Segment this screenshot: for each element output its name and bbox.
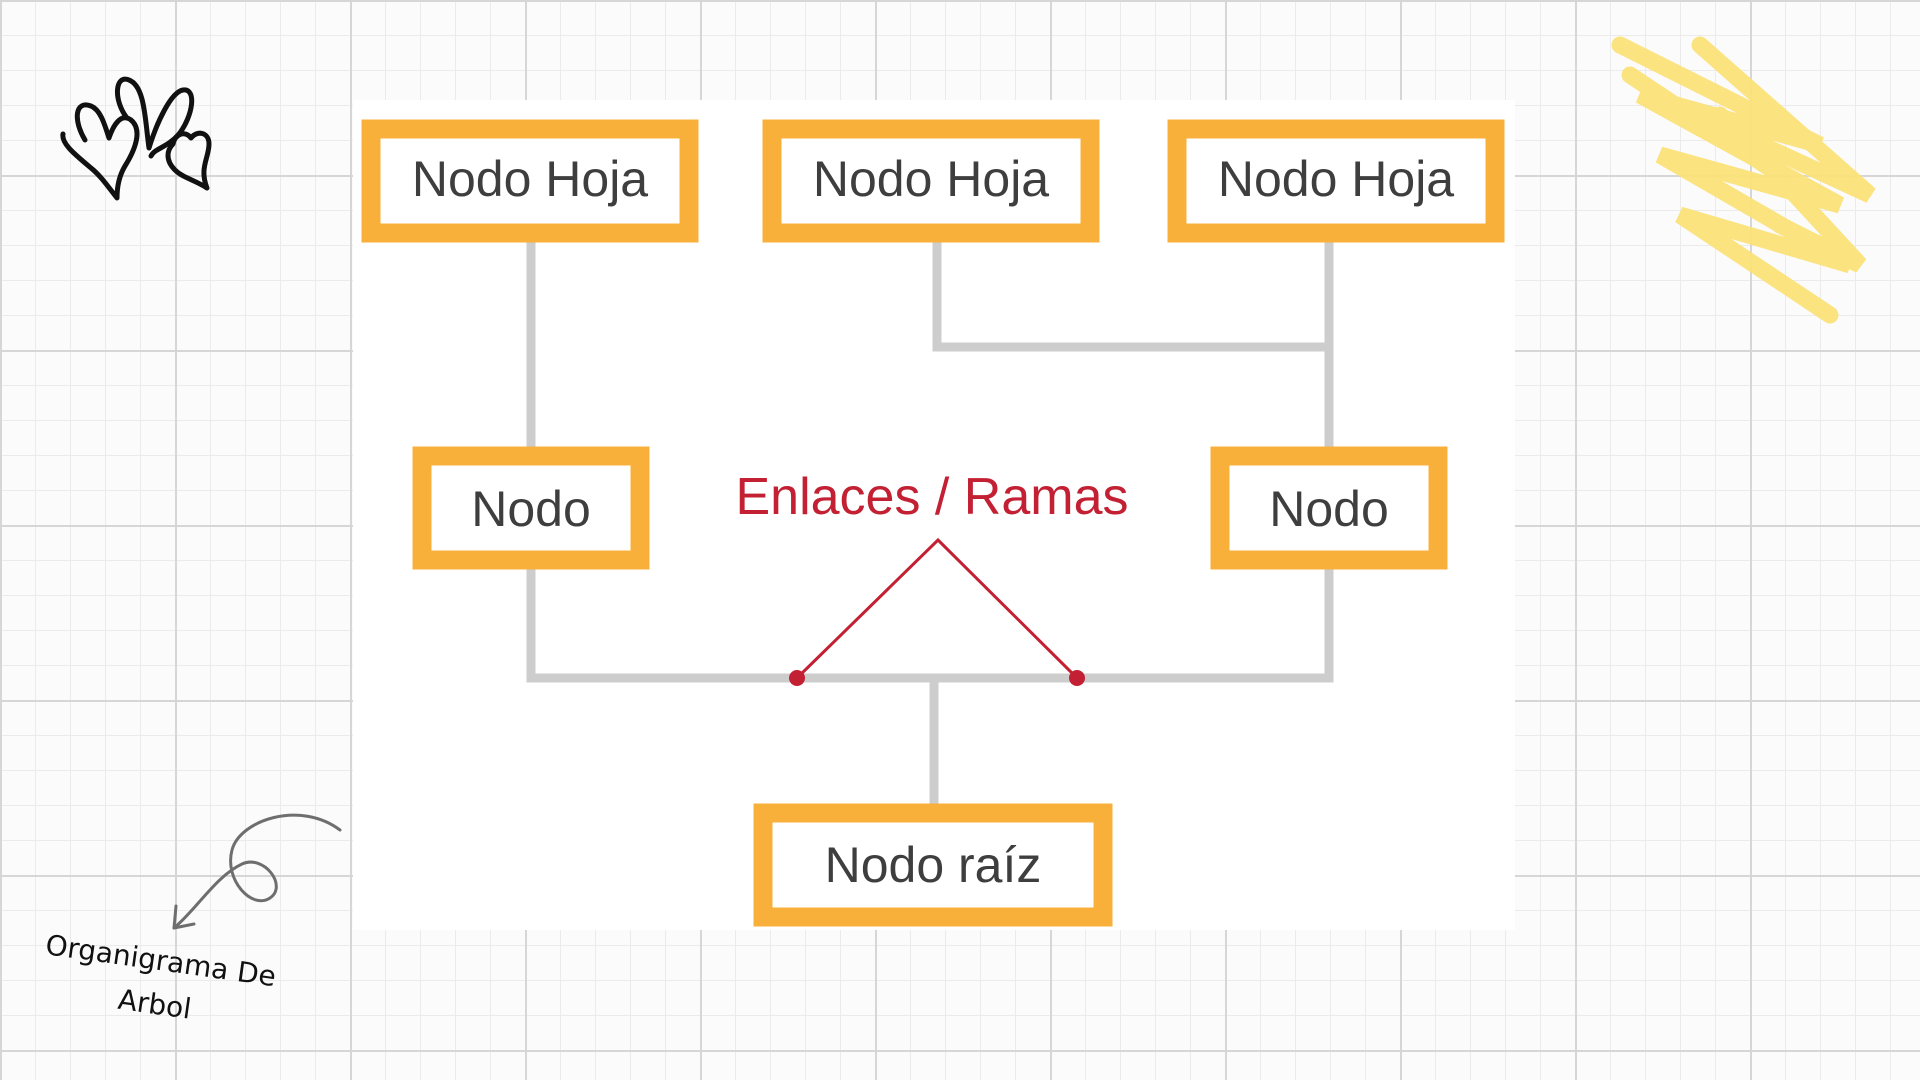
node-leaf-2: Nodo Hoja [762,119,1100,243]
curly-arrow-icon [172,813,342,930]
node-box [1167,119,1505,243]
callout-label: Enlaces / Ramas [735,468,1128,526]
node-label: Nodo Hoja [412,151,648,207]
node-label: Nodo Hoja [1218,151,1454,207]
node-label: Nodo Hoja [813,151,1049,207]
callout: Enlaces / Ramas [735,468,1129,686]
node-leaf-1: Nodo Hoja [361,119,699,243]
yellow-scribble [1611,36,1876,324]
node-leaf-3: Nodo Hoja [1167,119,1505,243]
node-box [753,803,1113,927]
node-box [412,446,650,570]
node-label: Nodo [1269,481,1389,537]
edge-mid-left-root [526,569,1334,683]
edge-leaf2-mid-right [932,242,1329,352]
node-label: Nodo [471,481,591,537]
node-label: Nodo raíz [825,837,1042,893]
connectors [526,242,1334,804]
node-box [1210,446,1448,570]
hearts-icon [60,76,212,201]
node-box [762,119,1100,243]
node-mid-right: Nodo [1210,446,1448,570]
callout-dot-left [789,670,805,686]
node-box [361,119,699,243]
node-mid-left: Nodo [412,446,650,570]
callout-pointer [795,537,1079,680]
callout-dot-right [1069,670,1085,686]
node-root: Nodo raíz [753,803,1113,927]
